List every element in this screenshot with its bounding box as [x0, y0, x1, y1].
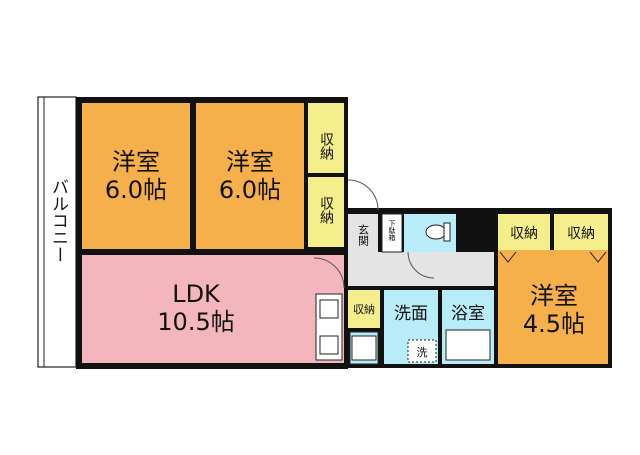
bathtub [445, 329, 491, 361]
ldk-size: 10.5帖 [157, 308, 234, 336]
closet-1 [308, 103, 344, 173]
western-room-1 [82, 103, 190, 249]
shoe-box [381, 213, 403, 253]
balcony-label: バルコニー [48, 178, 68, 263]
washer-label: 洗 [417, 346, 428, 359]
closet-3 [348, 290, 380, 328]
bathroom-label: 浴室 [451, 304, 485, 324]
western-room-2 [196, 103, 304, 249]
western-room-2-name: 洋室 [226, 148, 274, 176]
ldk-name: LDK [172, 280, 221, 308]
corridor [348, 252, 494, 286]
western-room-3 [498, 250, 608, 364]
washer-space [407, 339, 437, 363]
closet-1-label: 収納 [318, 132, 334, 161]
ldk-room [82, 255, 344, 363]
closet-5-label: 収納 [567, 226, 595, 242]
closet-3-label: 収納 [353, 303, 375, 316]
washroom-label: 洗面 [394, 304, 428, 324]
shoe-box-label: 下駄箱 [388, 220, 396, 242]
closet-5 [554, 214, 608, 250]
closet-4 [498, 214, 550, 250]
closet-2-label: 収納 [318, 196, 334, 225]
western-room-3-size: 4.5帖 [523, 310, 585, 338]
entrance-label: 玄関 [357, 223, 370, 246]
western-room-3-name: 洋室 [530, 282, 578, 310]
closet-2 [308, 177, 344, 247]
entrance-area [348, 214, 378, 252]
western-room-1-name: 洋室 [112, 148, 160, 176]
closet-4-label: 収納 [510, 226, 538, 242]
western-room-1-size: 6.0帖 [105, 176, 167, 204]
western-room-2-size: 6.0帖 [219, 176, 281, 204]
